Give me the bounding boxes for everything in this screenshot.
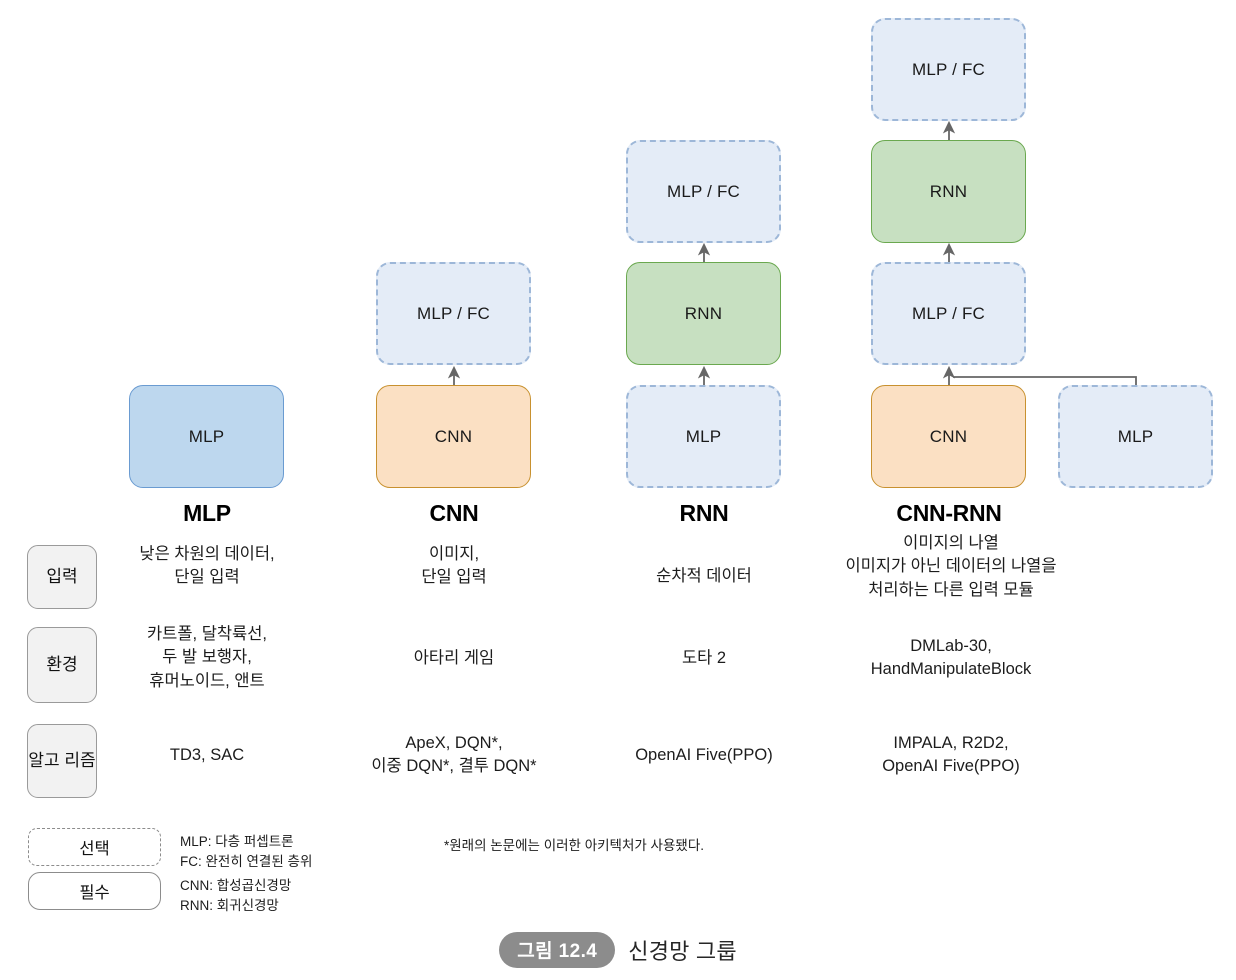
footnote-text: *원래의 논문에는 이러한 아키텍처가 사용됐다. [444,838,704,853]
node-rnn-mlp[interactable]: MLP [626,385,781,488]
legend-abbrev-top: MLP: 다층 퍼셉트론 FC: 완전히 연결된 층위 [180,834,313,869]
cell-algo-rnn: OpenAI Five(PPO) [635,746,773,764]
caption-number-pill: 그림 12.4 [499,932,616,968]
column-header-cnn: CNN [429,500,479,526]
node-cnnrnn-side-mlp[interactable]: MLP [1058,385,1213,488]
row-label-algorithm: 알고 리즘 [27,724,97,798]
cell-algo-mlp: TD3, SAC [169,746,245,764]
legend-required-box: 필수 [28,872,161,910]
node-rnn-mlpfc[interactable]: MLP / FC [626,140,781,243]
column-header-rnn: RNN [679,500,729,526]
node-cnnrnn-cnn[interactable]: CNN [871,385,1026,488]
row-label-environment: 환경 [27,627,97,703]
row-label-input: 입력 [27,545,97,609]
node-cnn-mlpfc[interactable]: MLP / FC [376,262,531,365]
node-cnn-cnn[interactable]: CNN [376,385,531,488]
cell-env-rnn: 도타 2 [681,649,727,667]
cell-env-cnn: 아타리 게임 [413,649,495,667]
caption-title: 신경망 그룹 [628,939,737,964]
legend-abbrev-bottom: CNN: 합성곱신경망 RNN: 회귀신경망 [180,878,292,913]
cell-env-mlp: 카트폴, 달착륙선, 두 발 보행자, 휴머노이드, 앤트 [146,625,267,690]
node-cnnrnn-mlpfc-lower[interactable]: MLP / FC [871,262,1026,365]
column-header-mlp: MLP [183,500,231,526]
cell-env-cnn-rnn: DMLab-30, HandManipulateBlock [870,637,1032,679]
cell-input-rnn: 순차적 데이터 [656,567,752,585]
cell-input-mlp: 낮은 차원의 데이터, 단일 입력 [139,545,275,587]
figure-caption: 그림 12.4 신경망 그룹 [0,932,1236,968]
node-mlp-mlp[interactable]: MLP [129,385,284,488]
cell-input-cnn-rnn: 이미지의 나열 이미지가 아닌 데이터의 나열을 처리하는 다른 입력 모듈 [845,534,1057,599]
cell-algo-cnn-rnn: IMPALA, R2D2, OpenAI Five(PPO) [882,734,1020,776]
connector-mlp-elbow [953,376,1137,385]
node-rnn-rnn[interactable]: RNN [626,262,781,365]
column-header-cnn-rnn: CNN-RNN [896,500,1002,526]
node-cnnrnn-mlpfc-top[interactable]: MLP / FC [871,18,1026,121]
legend-optional-box: 선택 [28,828,161,866]
cell-algo-cnn: ApeX, DQN*, 이중 DQN*, 결투 DQN* [371,734,537,776]
cell-input-cnn: 이미지, 단일 입력 [421,545,487,587]
node-cnnrnn-rnn[interactable]: RNN [871,140,1026,243]
